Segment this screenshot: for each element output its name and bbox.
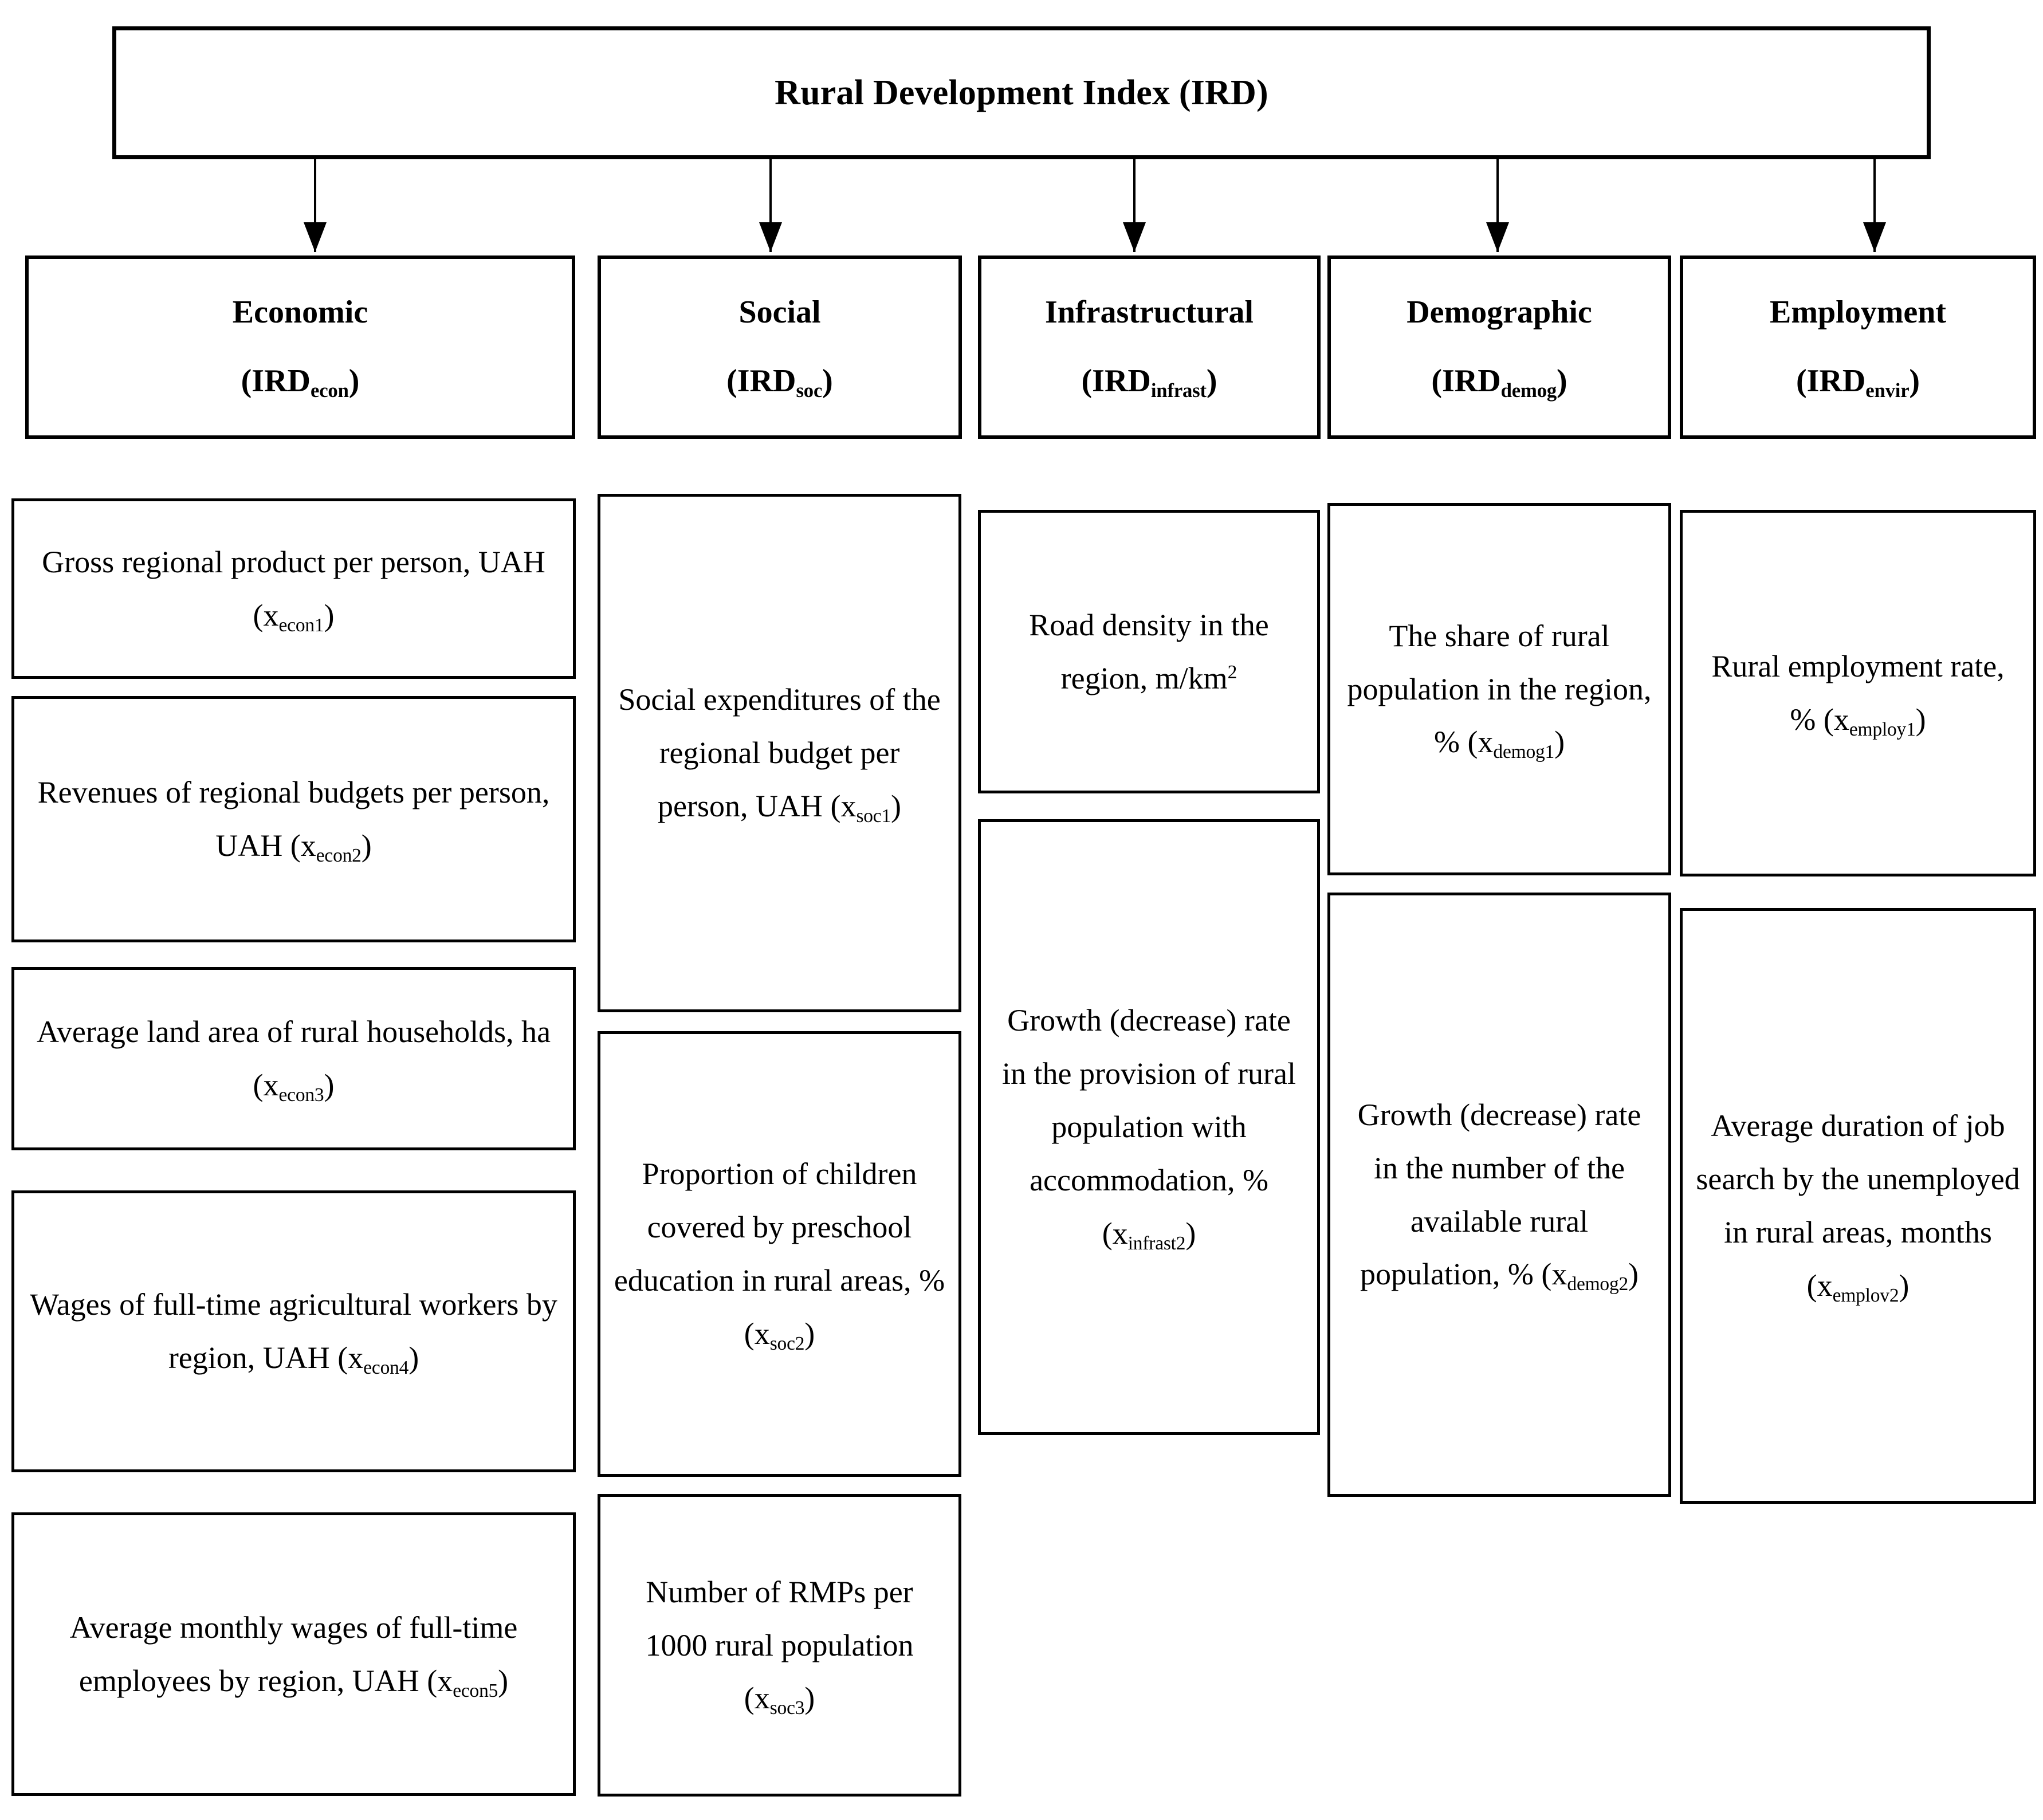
indicator-variable-label: (xemploy1) — [1823, 702, 1926, 741]
connector-arrow-social — [759, 222, 782, 252]
indicator-description: Rural employment rate, % — [1711, 649, 2005, 737]
category-label-demographic: Demographic — [1406, 294, 1592, 331]
category-code-demographic: (IRDdemog) — [1431, 363, 1567, 402]
indicator-text-econ3: Average land area of rural households, h… — [27, 1005, 560, 1112]
connector-line-demographic — [1496, 159, 1499, 252]
indicator-node-soc3: Number of RMPs per 1000 rural population… — [598, 1494, 961, 1797]
indicator-superscript: 2 — [1227, 662, 1237, 683]
category-code-close: ) — [1206, 363, 1217, 399]
indicator-variable-label: (xecon3) — [253, 1068, 335, 1106]
category-code-base: (IRD — [1796, 363, 1866, 399]
indicator-variable-label: (xsoc2) — [744, 1316, 815, 1354]
indicator-description: Revenues of regional budgets per person,… — [37, 775, 550, 863]
category-code-close: ) — [822, 363, 833, 399]
indicator-variable-label: (xsoc1) — [830, 788, 901, 827]
indicator-node-infrast2: Growth (decrease) rate in the provision … — [978, 819, 1320, 1435]
category-code-base: (IRD — [726, 363, 796, 399]
category-node-social: Social (IRDsoc) — [598, 255, 962, 439]
indicator-text-soc3: Number of RMPs per 1000 rural population… — [613, 1566, 946, 1725]
indicator-text-econ4: Wages of full-time agricultural workers … — [27, 1278, 560, 1385]
indicator-variable-label: (xsoc3) — [744, 1681, 815, 1719]
indicator-description: Social expenditures of the regional budg… — [618, 682, 941, 823]
category-node-economic: Economic (IRDecon) — [25, 255, 575, 439]
category-code-close: ) — [1909, 363, 1920, 399]
indicator-text-econ1: Gross regional product per person, UAH (… — [27, 536, 560, 642]
indicator-node-econ1: Gross regional product per person, UAH (… — [11, 498, 576, 679]
connector-arrow-demographic — [1486, 222, 1509, 252]
category-code-sub: envir — [1865, 379, 1910, 402]
indicator-description: Average land area of rural households, h… — [36, 1015, 551, 1049]
root-node-rural-development-index: Rural Development Index (IRD) — [112, 26, 1931, 159]
indicator-node-econ3: Average land area of rural households, h… — [11, 967, 576, 1150]
indicator-variable-label: (xdemog1) — [1467, 725, 1565, 763]
indicator-text-econ5: Average monthly wages of full-time emplo… — [27, 1601, 560, 1708]
category-code-close: ) — [348, 363, 360, 399]
category-code-infrastructural: (IRDinfrast) — [1081, 363, 1217, 402]
category-code-base: (IRD — [1431, 363, 1501, 399]
indicator-node-employ2: Average duration of job search by the un… — [1680, 908, 2036, 1504]
indicator-description: Number of RMPs per 1000 rural population — [645, 1574, 914, 1662]
category-code-sub: infrast — [1150, 379, 1207, 402]
category-node-infrastructural: Infrastructural (IRDinfrast) — [978, 255, 1321, 439]
connector-line-social — [769, 159, 772, 252]
indicator-description: Growth (decrease) rate in the provision … — [1002, 1003, 1296, 1197]
indicator-node-econ2: Revenues of regional budgets per person,… — [11, 696, 576, 942]
connector-line-infrastructural — [1133, 159, 1136, 252]
indicator-node-infrast1: Road density in the region, m/km2 — [978, 510, 1320, 793]
category-node-demographic: Demographic (IRDdemog) — [1327, 255, 1671, 439]
indicator-node-employ1: Rural employment rate, % (xemploy1) — [1680, 510, 2036, 876]
category-label-employment: Employment — [1770, 294, 1946, 331]
category-label-social: Social — [738, 294, 821, 331]
indicator-node-econ4: Wages of full-time agricultural workers … — [11, 1190, 576, 1472]
indicator-description: The share of rural population in the reg… — [1347, 618, 1652, 760]
indicator-node-demog2: Growth (decrease) rate in the number of … — [1327, 893, 1671, 1497]
category-code-employment: (IRDenvir) — [1796, 363, 1920, 402]
indicator-variable-label: (xinfrast2) — [1102, 1216, 1196, 1254]
indicator-variable-label: (xecon4) — [337, 1341, 419, 1379]
indicator-node-soc1: Social expenditures of the regional budg… — [598, 494, 961, 1012]
indicator-variable-label: (xecon2) — [290, 828, 372, 867]
category-code-base: (IRD — [241, 363, 311, 399]
category-code-sub: demog — [1500, 379, 1557, 402]
category-label-infrastructural: Infrastructural — [1045, 294, 1254, 331]
category-label-economic: Economic — [232, 294, 368, 331]
category-code-close: ) — [1557, 363, 1567, 399]
indicator-description: Proportion of children covered by presch… — [614, 1157, 945, 1298]
indicator-text-infrast2: Growth (decrease) rate in the provision … — [993, 994, 1305, 1260]
indicator-text-econ2: Revenues of regional budgets per person,… — [27, 766, 560, 872]
indicator-node-econ5: Average monthly wages of full-time emplo… — [11, 1512, 576, 1796]
category-code-economic: (IRDecon) — [241, 363, 360, 402]
indicator-text-employ2: Average duration of job search by the un… — [1695, 1099, 2021, 1312]
indicator-text-soc2: Proportion of children covered by presch… — [613, 1147, 946, 1361]
indicator-text-demog1: The share of rural population in the reg… — [1343, 610, 1656, 769]
indicator-description: Average duration of job search by the un… — [1696, 1108, 2020, 1249]
connector-arrow-infrastructural — [1123, 222, 1146, 252]
indicator-description: Growth (decrease) rate in the number of … — [1357, 1097, 1641, 1292]
indicator-variable-label: (xecon1) — [253, 598, 335, 636]
indicator-text-soc1: Social expenditures of the regional budg… — [613, 673, 946, 833]
indicator-text-employ1: Rural employment rate, % (xemploy1) — [1695, 640, 2021, 746]
indicator-description: Road density in the region, m/km — [1029, 607, 1269, 695]
indicator-variable-label: (xecon5) — [427, 1663, 509, 1701]
category-code-sub: econ — [310, 379, 349, 402]
category-code-base: (IRD — [1081, 363, 1151, 399]
connector-line-employment — [1873, 159, 1876, 252]
category-code-social: (IRDsoc) — [726, 363, 833, 402]
indicator-node-demog1: The share of rural population in the reg… — [1327, 503, 1671, 875]
indicator-variable-label: (xemplov2) — [1806, 1268, 1910, 1306]
category-code-sub: soc — [796, 379, 823, 402]
connector-arrow-employment — [1863, 222, 1886, 252]
indicator-text-infrast1: Road density in the region, m/km2 — [993, 599, 1305, 705]
indicator-text-demog2: Growth (decrease) rate in the number of … — [1343, 1088, 1656, 1302]
indicator-node-soc2: Proportion of children covered by presch… — [598, 1031, 961, 1477]
indicator-description: Wages of full-time agricultural workers … — [30, 1287, 557, 1375]
indicator-variable-label: (xdemog2) — [1541, 1257, 1639, 1295]
indicator-description: Average monthly wages of full-time emplo… — [69, 1610, 518, 1698]
connector-line-economic — [314, 159, 316, 252]
category-node-employment: Employment (IRDenvir) — [1680, 255, 2036, 439]
root-node-title: Rural Development Index (IRD) — [775, 73, 1268, 112]
connector-arrow-economic — [304, 222, 327, 252]
indicator-description: Gross regional product per person, UAH — [42, 544, 545, 579]
